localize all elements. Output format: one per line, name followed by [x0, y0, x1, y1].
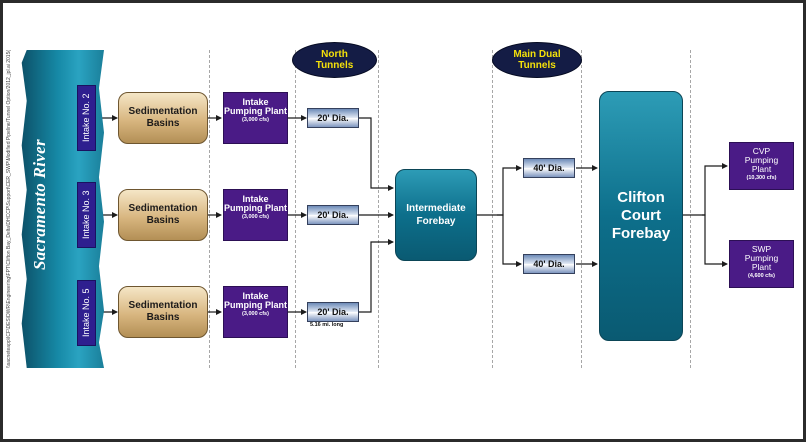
sedimentation-label: Sedimentation Basins — [128, 203, 198, 226]
north-tunnels-label: North Tunnels — [315, 49, 354, 71]
plant-capacity: (3,000 cfs) — [242, 117, 269, 123]
intake-pumping-plant-2: Intake Pumping Plant (3,000 cfs) — [223, 189, 288, 241]
intake-no-2: Intake No. 2 — [77, 85, 96, 151]
separator-line — [581, 50, 582, 368]
arrow-tunnel1-forebay — [358, 117, 394, 191]
arrow-clifton-swp — [702, 214, 728, 267]
intake-no-5: Intake No. 5 — [77, 280, 96, 346]
sedimentation-basins-1: Sedimentation Basins — [118, 92, 208, 144]
main-tunnel-1: 40' Dia. — [523, 158, 575, 178]
separator-line — [378, 50, 379, 368]
plant-label: Intake Pumping Plant — [224, 291, 287, 310]
file-path-note: \\sacneteapp\ICF\DES\DWR\Engineering\FPT… — [6, 50, 12, 368]
intake-no-3: Intake No. 3 — [77, 182, 96, 248]
arrow-forebay-tunnel-b — [497, 214, 522, 267]
intermediate-forebay: Intermediate Forebay — [395, 169, 477, 261]
separator-line — [690, 50, 691, 368]
cvp-pumping-plant: CVP Pumping Plant (10,300 cfs) — [729, 142, 794, 190]
sedimentation-basins-2: Sedimentation Basins — [118, 189, 208, 241]
cvp-capacity: (10,300 cfs) — [746, 175, 777, 181]
north-tunnel-1: 20' Dia. — [307, 108, 359, 128]
main-dual-tunnels-label: Main Dual Tunnels — [513, 49, 561, 71]
river-label: Sacramento River — [30, 139, 49, 271]
arrow-clifton-cvp — [702, 163, 728, 216]
sedimentation-basins-3: Sedimentation Basins — [118, 286, 208, 338]
sedimentation-label: Sedimentation Basins — [128, 106, 198, 129]
tunnel-length-note: 5.16 mi. long — [310, 322, 344, 328]
main-tunnel-2: 40' Dia. — [523, 254, 575, 274]
swp-pumping-plant: SWP Pumping Plant (4,600 cfs) — [729, 240, 794, 288]
north-tunnel-2: 20' Dia. — [307, 205, 359, 225]
sedimentation-label: Sedimentation Basins — [128, 300, 198, 323]
intake-pumping-plant-1: Intake Pumping Plant (3,000 cfs) — [223, 92, 288, 144]
intermediate-forebay-label: Intermediate Forebay — [406, 203, 466, 227]
separator-line — [295, 50, 296, 368]
north-tunnel-3: 20' Dia. — [307, 302, 359, 322]
clifton-court-label: Clifton Court Forebay — [611, 189, 671, 242]
clifton-court-forebay: Clifton Court Forebay — [599, 91, 683, 341]
arrow-tunnel3-forebay — [358, 239, 394, 313]
plant-capacity: (3,000 cfs) — [242, 214, 269, 220]
arrow-forebay-tunnel-a — [497, 165, 522, 216]
separator-line — [209, 50, 210, 368]
plant-label: Intake Pumping Plant — [224, 97, 287, 116]
north-tunnels-header: North Tunnels — [292, 42, 377, 78]
plant-capacity: (3,000 cfs) — [242, 311, 269, 317]
swp-capacity: (4,600 cfs) — [748, 273, 775, 279]
cvp-label: CVP Pumping Plant — [744, 146, 779, 174]
main-dual-tunnels-header: Main Dual Tunnels — [492, 42, 582, 78]
separator-line — [492, 50, 493, 368]
intake-pumping-plant-3: Intake Pumping Plant (3,000 cfs) — [223, 286, 288, 338]
swp-label: SWP Pumping Plant — [744, 244, 779, 272]
plant-label: Intake Pumping Plant — [224, 194, 287, 213]
